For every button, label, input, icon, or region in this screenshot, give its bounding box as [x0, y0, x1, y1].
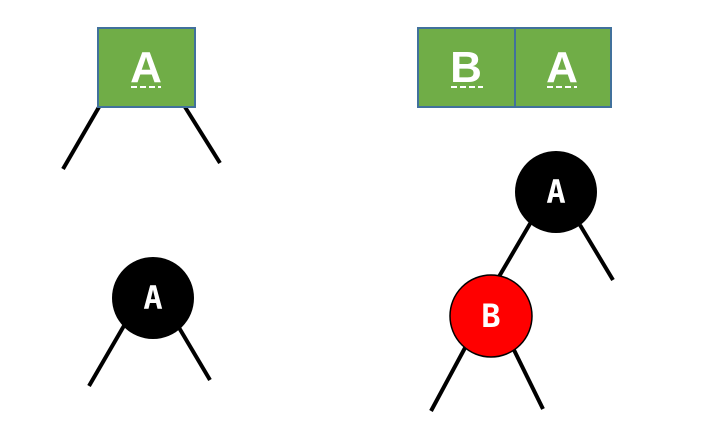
rbtree-double-root-right-edge [578, 223, 615, 282]
rbtree-double-left-child-label: B [481, 297, 500, 335]
rbtree-single-root-label: A [143, 279, 162, 317]
rbtree-double-left-child-node [449, 274, 533, 358]
rbtree-double-child-left-edge [429, 345, 468, 412]
rbtree-double-root-label: A [546, 173, 565, 211]
rbtree-single-right-edge [176, 324, 212, 382]
btree-double-key-cell-2 [514, 27, 612, 108]
rbtree-single-root-node [112, 257, 194, 339]
rbtree-single: A [87, 257, 212, 388]
rbtree-double-child-right-edge [512, 349, 545, 410]
btree-node-single: A [61, 27, 222, 171]
btree-single-key-label: A [130, 43, 162, 92]
rbtree-double-root-node [515, 151, 597, 233]
btree-single-right-edge [183, 105, 222, 165]
btree-single-key-cell [97, 27, 196, 108]
rbtree-double-root-left-edge [495, 220, 533, 282]
rbtree-double: A B [429, 151, 615, 412]
btree-double-key-label-2: A [546, 43, 578, 92]
btree-double-key-cell-1 [417, 27, 516, 108]
rbtree-single-left-edge [87, 322, 127, 388]
btree-double-key-label-1: B [450, 43, 482, 92]
btree-node-double: B A [417, 27, 612, 108]
btree-single-left-edge [61, 105, 101, 171]
